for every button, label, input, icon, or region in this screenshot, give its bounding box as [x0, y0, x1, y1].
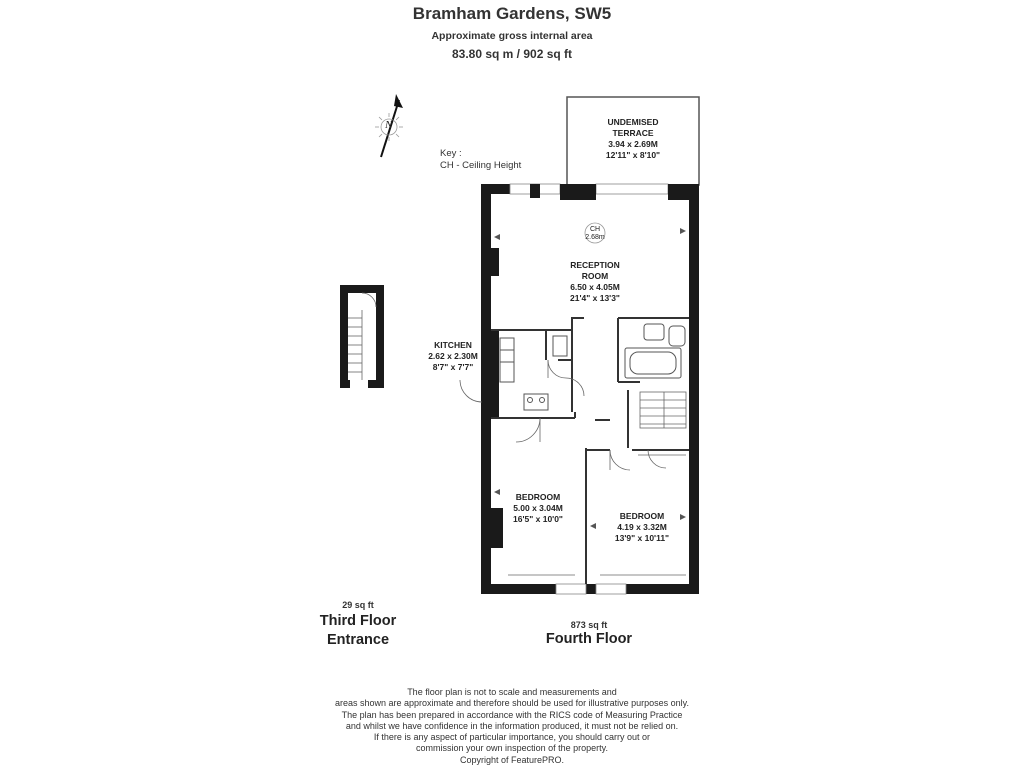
room-label-kitchen: KITCHEN 2.62 x 2.30M 8'7" x 7'7"	[428, 340, 478, 372]
bathroom-fixtures	[624, 323, 686, 379]
compass-label: N	[385, 119, 393, 131]
compass-icon	[375, 94, 403, 158]
third-floor-area: 29 sq ft	[342, 600, 374, 610]
stairs	[639, 391, 687, 429]
ceiling-height-marker	[584, 222, 606, 244]
wardrobes	[508, 454, 686, 576]
room-label-bedroom-2: BEDROOM 4.19 x 3.32M 13'9" x 10'11"	[614, 511, 670, 543]
fourth-floor-name: Fourth Floor	[545, 631, 633, 647]
plan-title: Bramham Gardens, SW5	[412, 4, 612, 23]
legend-key: Key : CH - Ceiling Height	[440, 148, 521, 172]
interior-walls	[491, 317, 689, 584]
plan-subtitle: Approximate gross internal area	[431, 30, 593, 42]
room-label-bedroom-1: BEDROOM 5.00 x 3.04M 16'5" x 10'0"	[513, 492, 563, 524]
key-item: CH - Ceiling Height	[440, 160, 522, 171]
fourth-floor-area: 873 sq ft	[570, 620, 608, 630]
total-area: 83.80 sq m / 902 sq ft	[451, 47, 573, 61]
ceiling-height-label: CH 2.68m	[585, 226, 605, 241]
third-floor-name: Third Floor Entrance	[319, 613, 397, 648]
radiator-markers	[494, 228, 686, 529]
key-title: Key :	[440, 148, 462, 159]
door-swings	[459, 359, 667, 471]
entrance-stair	[340, 285, 384, 388]
disclaimer: The floor plan is not to scale and measu…	[334, 687, 690, 765]
kitchen-fixtures	[499, 335, 568, 411]
room-label-reception: RECEPTION ROOM 6.50 x 4.05M 21'4" x 13'3…	[570, 260, 620, 303]
room-label-terrace: UNDEMISED TERRACE 3.94 x 2.69M 12'11" x …	[605, 117, 661, 160]
